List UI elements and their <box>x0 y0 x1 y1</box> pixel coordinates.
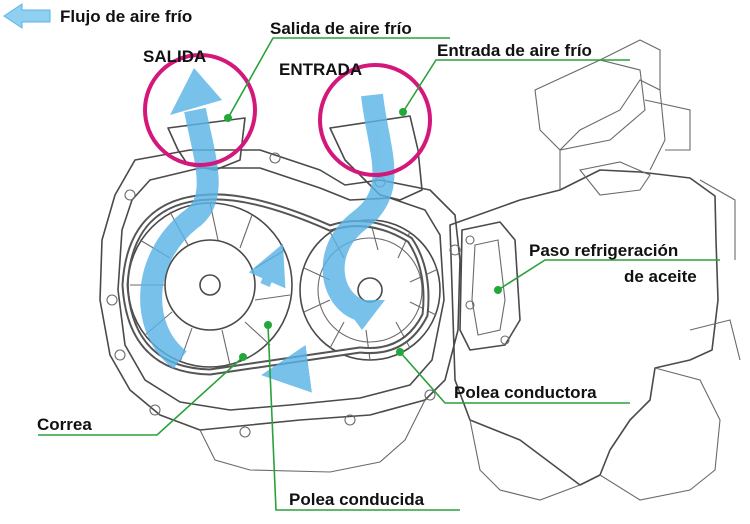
leader-lines <box>38 37 720 511</box>
label-cold-air-inlet: Entrada de aire frío <box>437 41 592 60</box>
drive-belt <box>121 193 430 376</box>
airflow-arrows <box>140 68 395 393</box>
outlet-marker-label: SALIDA <box>143 47 206 66</box>
inlet-ring <box>318 63 432 177</box>
engine-body <box>449 39 741 501</box>
label-cold-air-outlet: Salida de aire frío <box>270 19 412 38</box>
outlet-ring <box>143 53 257 167</box>
label-oil-cooling-1: Paso refrigeración <box>529 241 678 260</box>
legend-label: Flujo de aire frío <box>60 7 192 26</box>
label-drive-pulley: Polea conductora <box>454 383 597 402</box>
legend-arrow-icon <box>3 3 51 29</box>
label-driven-pulley: Polea conducida <box>289 490 425 509</box>
label-belt: Correa <box>37 415 92 434</box>
drive-pulley <box>299 219 441 361</box>
inlet-marker-label: ENTRADA <box>279 60 362 79</box>
label-oil-cooling-2: de aceite <box>624 267 697 286</box>
inlet-duct <box>329 115 423 201</box>
